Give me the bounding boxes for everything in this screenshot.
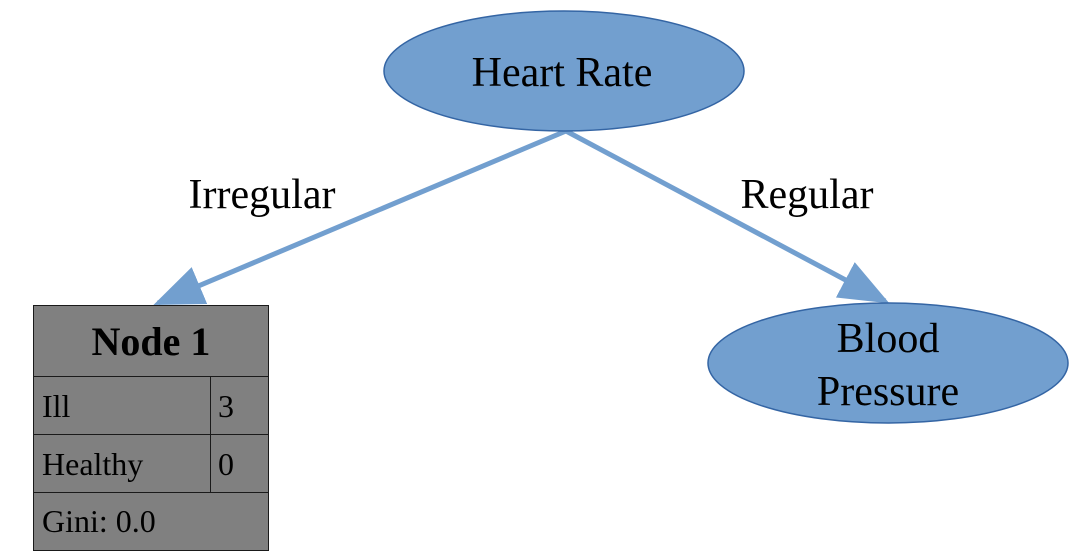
root-node-ellipse [383,10,745,132]
blood-pressure-ellipse [707,302,1069,424]
edge-label-irregular: Irregular [189,172,336,218]
leaf-row-label: Ill [34,377,211,434]
leaf-row-value: 3 [218,388,234,424]
leaf-node-1-table: Node 1 Ill 3 Healthy 0 Gini: 0.0 [33,305,269,551]
leaf-row-ill: Ill 3 [34,377,268,435]
leaf-row-value: 0 [218,446,234,482]
node-blood-pressure: Blood Pressure [707,302,1069,424]
leaf-row-healthy: Healthy 0 [34,435,268,493]
blood-pressure-label-line1: Blood [837,316,940,362]
root-node-heart-rate: Heart Rate [383,10,745,132]
root-node-label: Heart Rate [472,50,653,96]
leaf-node-title: Node 1 [34,306,268,377]
blood-pressure-label-line2: Pressure [817,369,959,415]
edge-regular-arrow [564,128,890,304]
leaf-row-label: Healthy [34,435,211,492]
edge-label-regular: Regular [741,172,874,218]
leaf-gini-value: Gini: 0.0 [42,503,156,539]
edge-irregular-arrow [153,128,567,306]
